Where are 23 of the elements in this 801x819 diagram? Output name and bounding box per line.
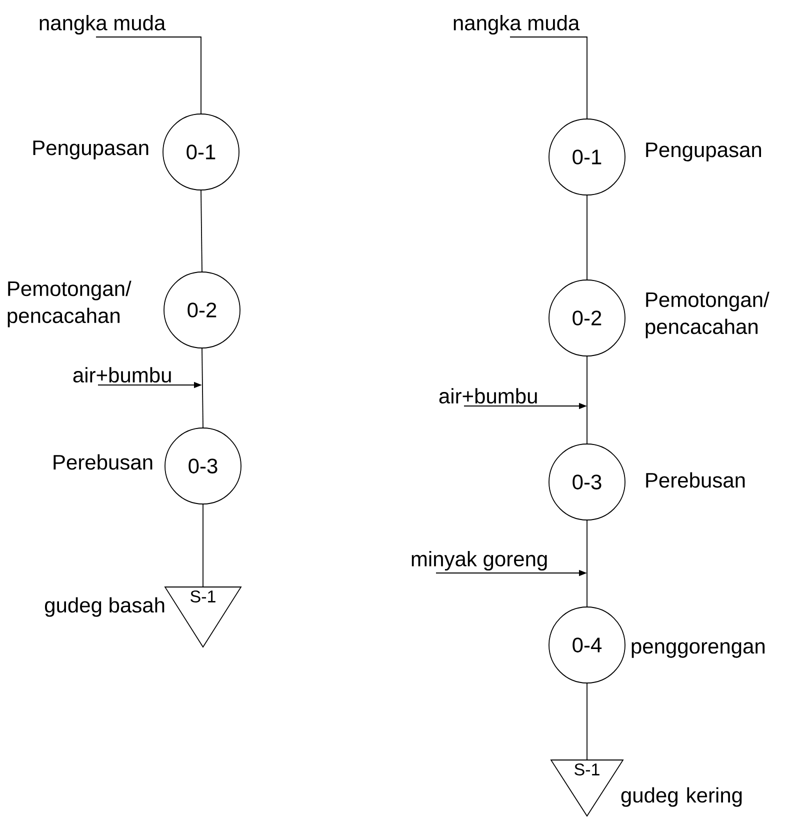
flow-line	[586, 683, 588, 760]
input-label: nangka muda	[454, 14, 580, 35]
flow-line	[586, 356, 588, 444]
step-label: Pemotongan/ pencacahan	[8, 280, 132, 328]
step-label: Pengupasan	[33, 140, 148, 160]
flow-line	[200, 190, 202, 272]
flow-line	[586, 195, 588, 280]
step-label: Pengupasan	[646, 142, 762, 162]
step-label: Pemotongan/ pencacahan	[646, 292, 770, 338]
flow-line	[202, 348, 204, 428]
input-label: minyak goreng	[412, 550, 547, 571]
step-label: Perebusan	[54, 454, 152, 470]
input-label: air+bumbu	[73, 367, 171, 383]
input-label: air+bumbu	[439, 388, 537, 404]
step-label: gudeg basah	[44, 597, 164, 617]
flow-line	[202, 504, 204, 588]
flow-line	[510, 36, 588, 119]
input-label: nangka muda	[40, 14, 166, 35]
step-label: Perebusan	[646, 472, 745, 488]
flow-line	[586, 520, 588, 607]
flow-line	[96, 36, 202, 114]
step-label: penggorengan	[632, 642, 765, 658]
step-label: gudeg kering	[621, 787, 742, 807]
